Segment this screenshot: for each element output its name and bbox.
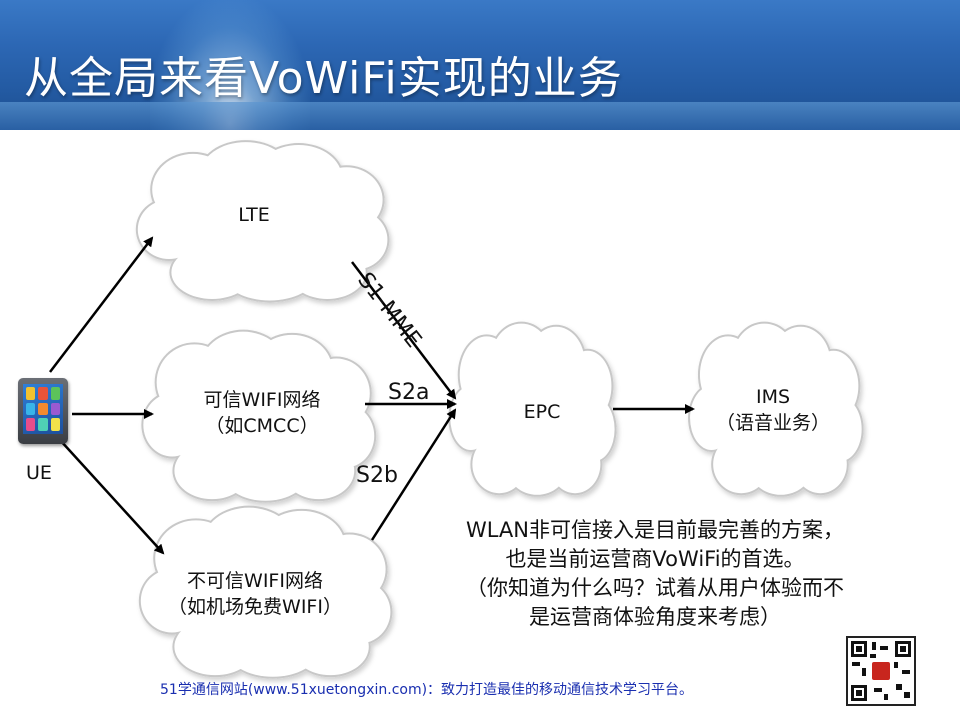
untrusted-wifi-label: 不可信WIFI网络 （如机场免费WIFI） (168, 568, 342, 620)
untrusted-wifi-cloud (138, 505, 393, 679)
ims-label: IMS （语音业务） (716, 384, 830, 436)
qr-code-icon (846, 636, 916, 706)
slide-title: 从全局来看VoWiFi实现的业务 (24, 53, 623, 104)
s2a-interface-label: S2a (388, 380, 430, 405)
trusted-wifi-label: 可信WIFI网络 （如CMCC） (204, 387, 321, 439)
note-line-1: WLAN非可信接入是目前最完善的方案， (465, 518, 845, 542)
banner-stripe (0, 102, 960, 130)
ims-cloud (688, 321, 864, 497)
s2b-interface-label: S2b (356, 463, 398, 488)
untrusted-wifi-name: 不可信WIFI网络 (187, 570, 323, 592)
lte-label: LTE (238, 204, 270, 226)
explanation-note: WLAN非可信接入是目前最完善的方案， 也是当前运营商VoWiFi的首选。 （你… (466, 516, 844, 632)
arrow-untrusted-wifi-to-epc (370, 408, 457, 541)
footer-text: 51学通信网站(www.51xuetongxin.com)：致力打造最佳的移动通… (160, 682, 694, 698)
arrow-lte-to-epc (351, 261, 457, 400)
epc-cloud (448, 321, 617, 497)
ims-description: （语音业务） (715, 412, 831, 434)
trusted-wifi-cloud (141, 329, 377, 503)
ue-label: UE (26, 462, 52, 484)
lte-cloud (135, 140, 390, 303)
note-line-4: 是运营商体验角度来考虑） (529, 605, 781, 629)
smartphone-icon (18, 378, 68, 444)
arrow-ue-to-lte (49, 236, 154, 373)
trusted-wifi-example: （如CMCC） (205, 415, 319, 437)
untrusted-wifi-example: （如机场免费WIFI） (168, 596, 342, 618)
brand-badge-icon (872, 662, 890, 680)
ims-name: IMS (755, 386, 791, 408)
note-line-2: 也是当前运营商VoWiFi的首选。 (505, 547, 805, 571)
arrow-ue-to-untrusted-wifi (59, 439, 165, 555)
trusted-wifi-name: 可信WIFI网络 (203, 389, 321, 411)
note-line-3: （你知道为什么吗？试着从用户体验而不 (466, 576, 844, 600)
epc-label: EPC (523, 401, 561, 423)
title-banner (0, 0, 960, 130)
